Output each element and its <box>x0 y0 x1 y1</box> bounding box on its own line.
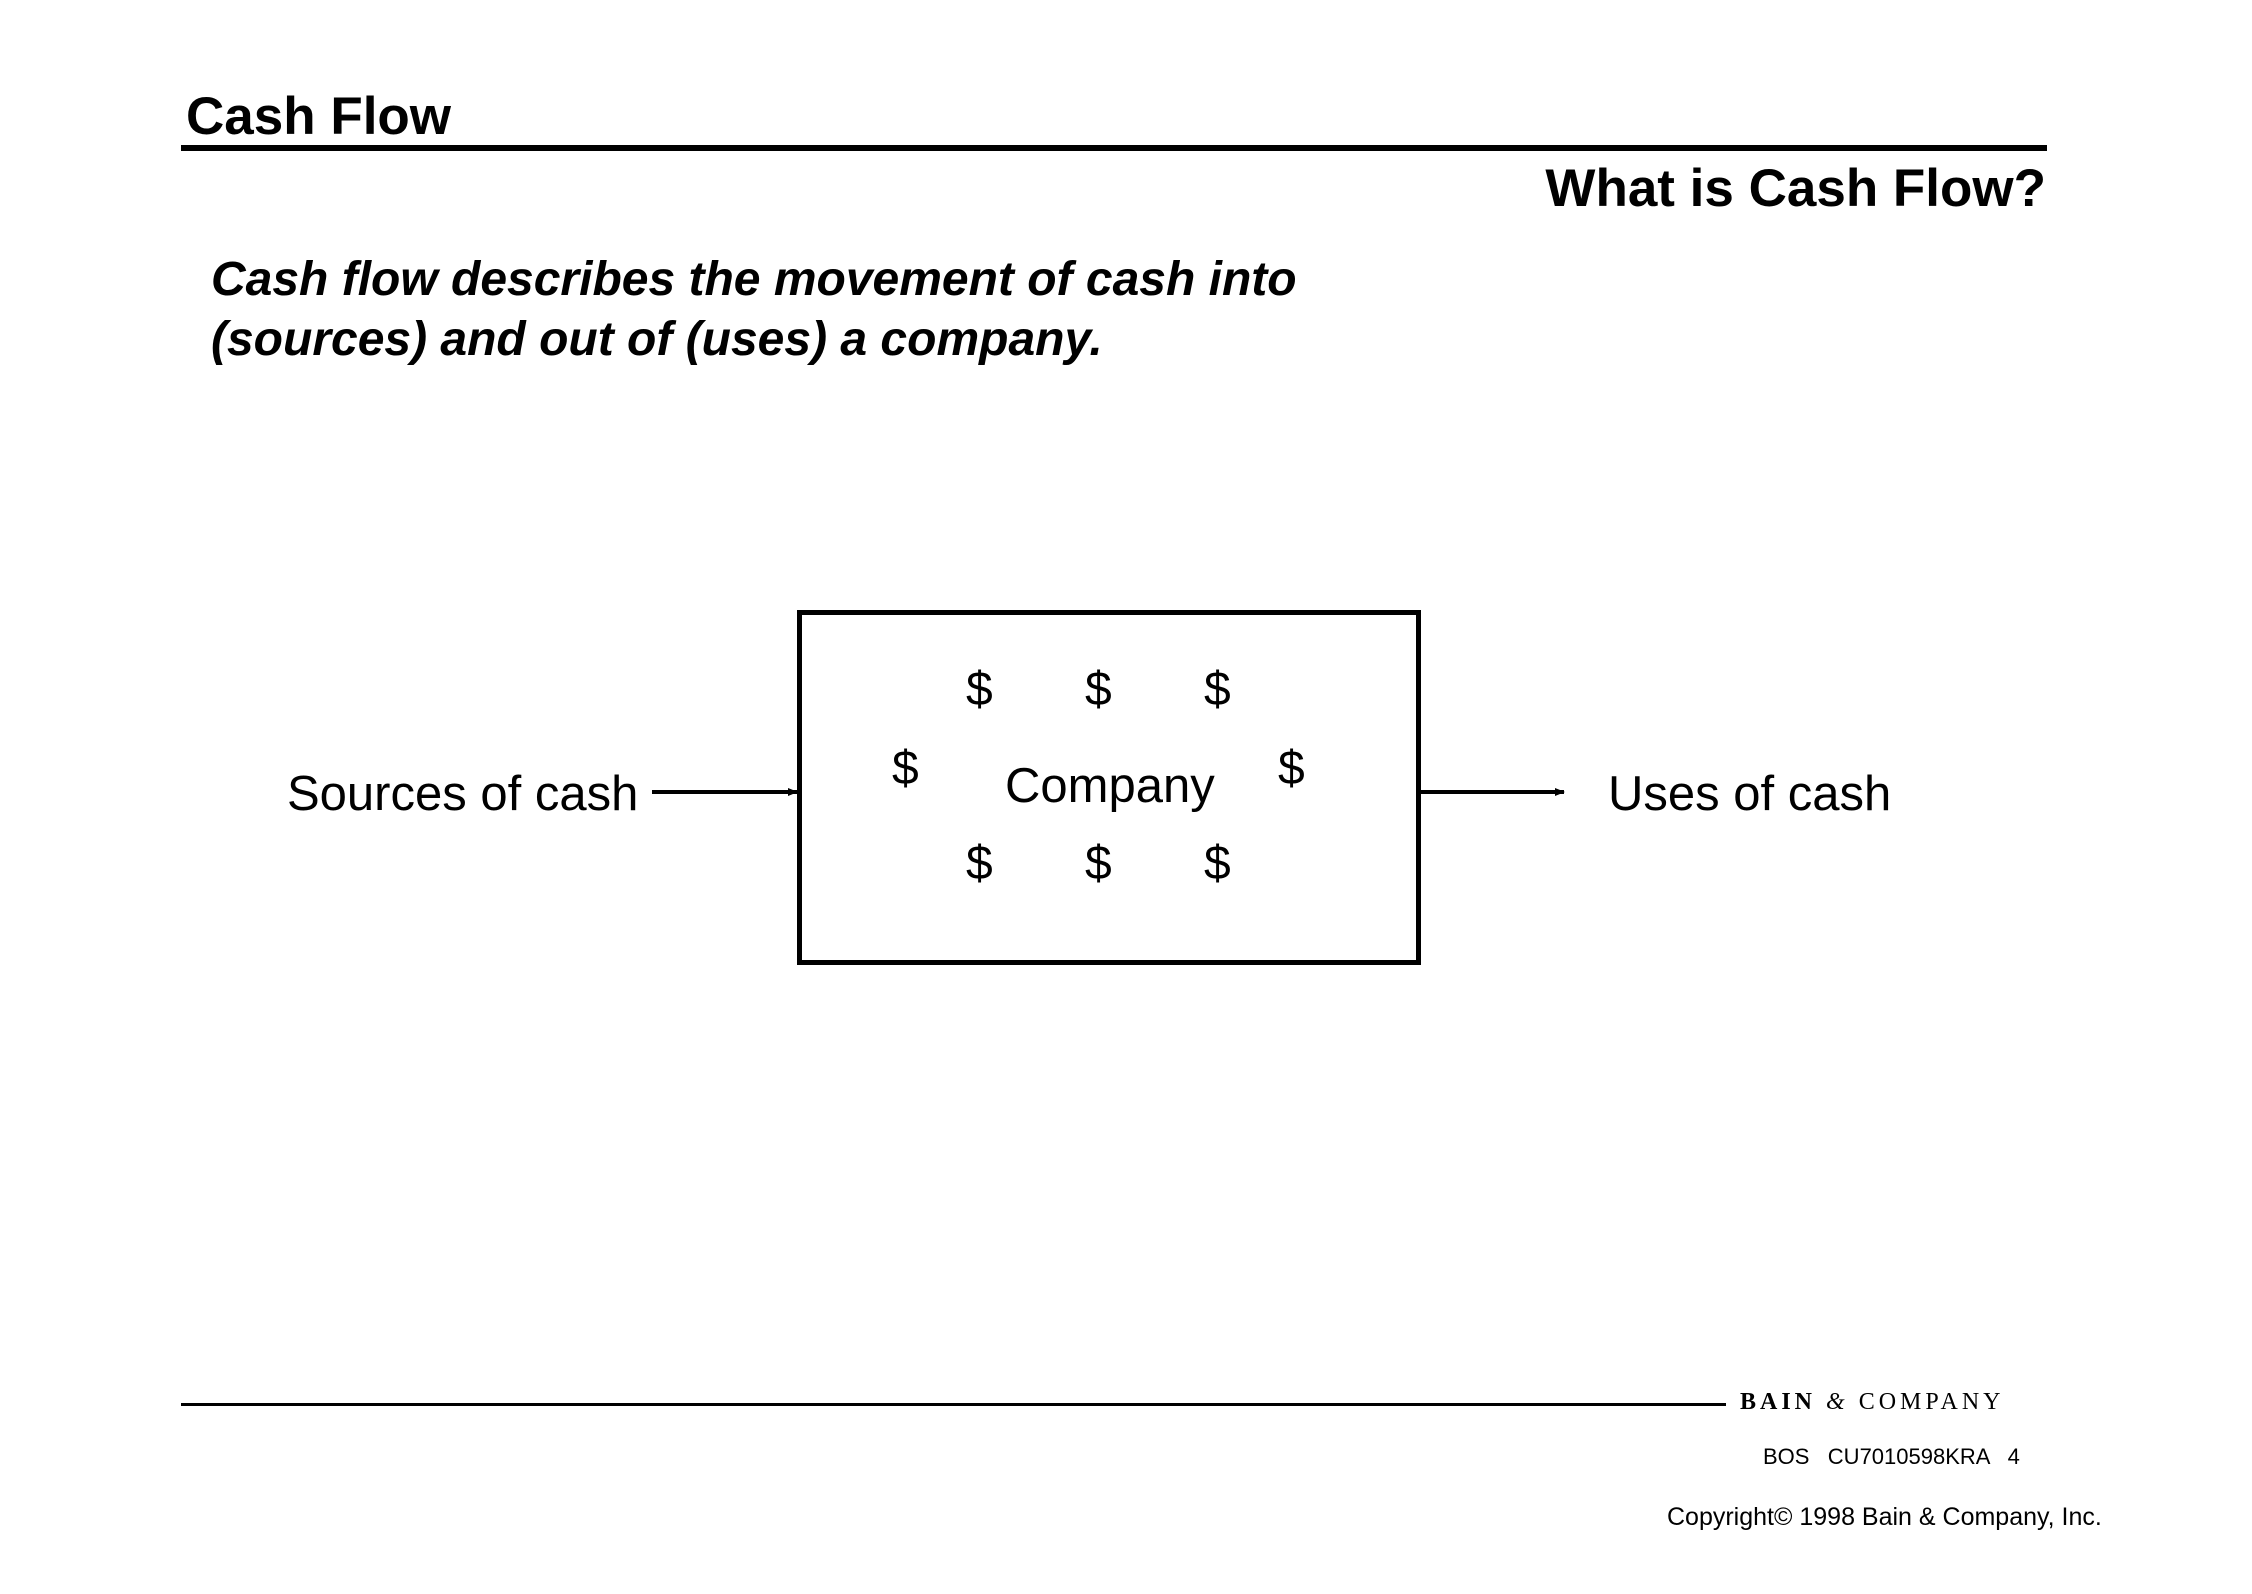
dollar-sign-top-left: $ <box>966 663 993 716</box>
copyright-notice: Copyright© 1998 Bain & Company, Inc. <box>1667 1503 2102 1531</box>
dollar-sign-bottom-left: $ <box>966 837 993 890</box>
dollar-sign-top-right: $ <box>1204 663 1231 716</box>
definition-text: Cash flow describes the movement of cash… <box>211 250 1297 370</box>
dollar-sign-top-center: $ <box>1085 663 1112 716</box>
brand-name-rest: COMPANY <box>1858 1389 2005 1415</box>
section-title: Cash Flow <box>186 87 452 146</box>
sources-of-cash-label: Sources of cash <box>287 767 639 821</box>
title-rule <box>181 145 2047 151</box>
dollar-sign-middle-left: $ <box>892 742 919 795</box>
footer-rule <box>181 1403 1726 1406</box>
definition-line-2: (sources) and out of (uses) a company. <box>211 313 1103 366</box>
definition-line-1: Cash flow describes the movement of cash… <box>211 253 1297 306</box>
brand-ampersand: & <box>1826 1389 1849 1415</box>
bain-logo: BAIN & COMPANY <box>1740 1389 2005 1416</box>
uses-of-cash-label: Uses of cash <box>1608 767 1892 821</box>
brand-name-main: BAIN <box>1740 1389 1817 1415</box>
slide-heading: What is Cash Flow? <box>1545 159 2046 218</box>
document-code: BOS CU7010598KRA 4 <box>1763 1444 2020 1469</box>
dollar-sign-bottom-right: $ <box>1204 837 1231 890</box>
company-label: Company <box>1005 759 1215 813</box>
dollar-sign-middle-right: $ <box>1278 742 1305 795</box>
dollar-sign-bottom-center: $ <box>1085 837 1112 890</box>
company-box <box>797 610 1421 965</box>
